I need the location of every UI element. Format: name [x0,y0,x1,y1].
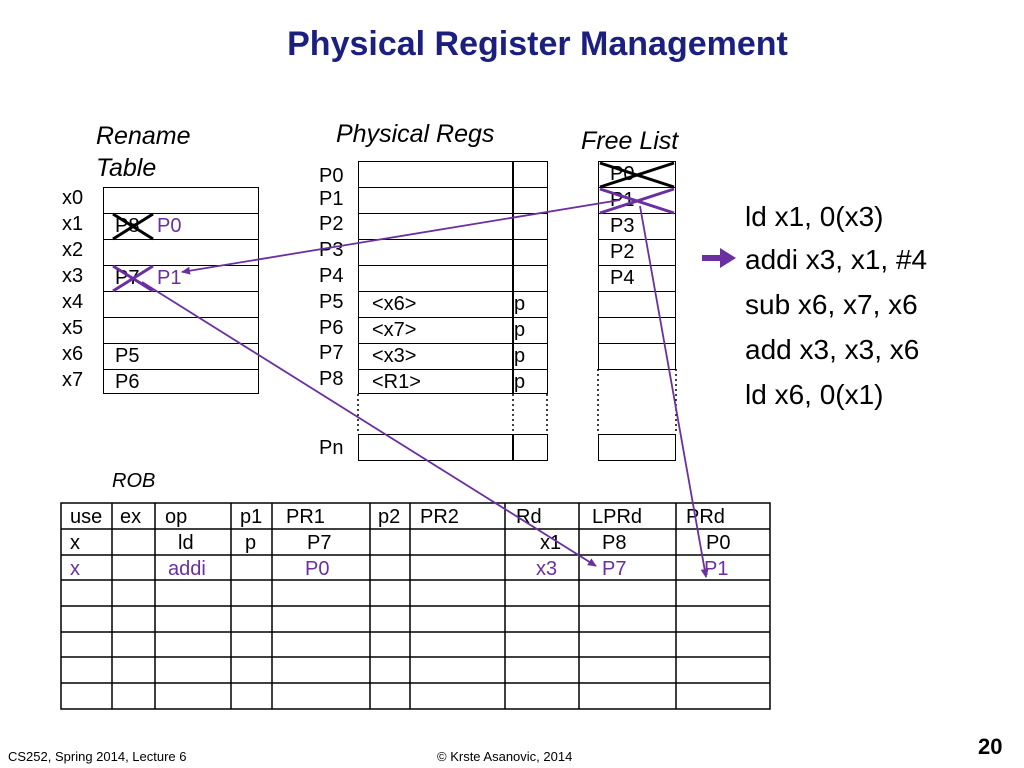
rob-use: x [70,558,80,580]
cross-out-icon [112,264,154,293]
rename-old-mapping: P7 [115,267,140,289]
free-list-value: P3 [610,215,635,237]
rob-p1: p [245,532,257,554]
rename-reg-label: x4 [62,291,84,313]
rename-mapping: P5 [115,345,140,367]
rob-header: PR1 [286,506,325,528]
rename-new-mapping: P0 [157,215,182,237]
rename-cell [103,369,259,394]
rename-old-mapping: P8 [115,215,140,237]
rob-prd: P1 [704,558,729,580]
phys-reg-value: <R1> [372,371,421,393]
phys-reg-label: P5 [319,291,344,313]
phys-reg-label: P0 [319,165,344,187]
rob-header: PR2 [420,506,459,528]
phys-reg-label: P2 [319,213,344,235]
rename-reg-label: x5 [62,317,84,339]
page-number: 20 [978,734,1003,759]
physical-regs-heading: Physical Regs [336,120,495,148]
rob-header: ex [120,506,142,528]
phys-reg-label: P4 [319,265,344,287]
rename-table-heading: Rename Table [96,120,191,184]
phys-reg-value: <x6> [372,293,417,315]
instruction-line-current: addi x3, x1, #4 [745,244,928,275]
rename-reg-label: x2 [62,239,84,261]
rename-reg-label: x6 [62,343,84,365]
free-list-value: P2 [610,241,635,263]
instruction-line: add x3, x3, x6 [745,334,920,365]
phys-reg-ready: p [514,319,526,341]
dotted-continuation [357,369,677,434]
rename-table-heading-line2: Table [96,154,157,182]
phys-reg-ready-cell [512,369,548,394]
current-instruction-arrow-icon [702,248,736,268]
phys-reg-value-cell [358,434,514,461]
free-list-value: P4 [610,267,635,289]
rename-reg-label: x0 [62,187,84,209]
free-list-heading: Free List [581,127,679,155]
cross-out-icon [112,212,154,241]
phys-reg-value: <x7> [372,319,417,341]
cross-out-icon [599,187,675,215]
cross-out-icon [599,161,675,189]
rob-header: op [165,506,188,528]
phys-reg-label: P7 [319,342,344,364]
phys-reg-ready: p [514,345,526,367]
phys-reg-value-cell [358,369,514,394]
instruction-line: ld x6, 0(x1) [745,379,884,410]
rename-mapping: P6 [115,371,140,393]
phys-reg-label: P3 [319,239,344,261]
rob-op: ld [178,532,194,554]
rob-header: Rd [516,506,542,528]
rob-header: p1 [240,506,263,528]
instruction-line: ld x1, 0(x3) [745,201,884,232]
rob-rd: x3 [536,558,558,580]
rename-table-heading-line1: Rename [96,122,191,150]
rob-pr1: P0 [305,558,330,580]
rob-op: addi [168,558,206,580]
rob-lprd: P7 [602,558,627,580]
rename-new-mapping: P1 [157,267,182,289]
rename-reg-label: x1 [62,213,84,235]
arrow-rename-to-rob-lprd [141,281,597,567]
slide-title: Physical Register Management [287,25,788,63]
phys-reg-label: P8 [319,368,344,390]
phys-reg-label: P1 [319,188,344,210]
phys-reg-ready: p [514,371,526,393]
phys-reg-label: P6 [319,317,344,339]
rob-header: LPRd [592,506,643,528]
free-list-entry [598,434,676,461]
phys-reg-label: Pn [319,437,344,459]
rob-heading: ROB [112,470,156,492]
rob-lprd: P8 [602,532,627,554]
phys-reg-ready-cell [512,434,548,461]
rob-header: use [70,506,103,528]
rob-pr1: P7 [307,532,332,554]
arrow-freelist-to-rob-prd [639,205,709,578]
instruction-line: sub x6, x7, x6 [745,289,918,320]
rob-prd: P0 [706,532,731,554]
free-list-entry [598,343,676,370]
rename-reg-label: x3 [62,265,84,287]
rename-reg-label: x7 [62,369,84,391]
arrow-freelist-to-rename [181,199,621,275]
footer-course: CS252, Spring 2014, Lecture 6 [8,749,187,764]
rob-rd: x1 [540,532,562,554]
phys-reg-ready: p [514,293,526,315]
footer-copyright: © Krste Asanovic, 2014 [437,749,573,764]
rob-header: p2 [378,506,401,528]
phys-reg-value: <x3> [372,345,417,367]
rob-use: x [70,532,80,554]
